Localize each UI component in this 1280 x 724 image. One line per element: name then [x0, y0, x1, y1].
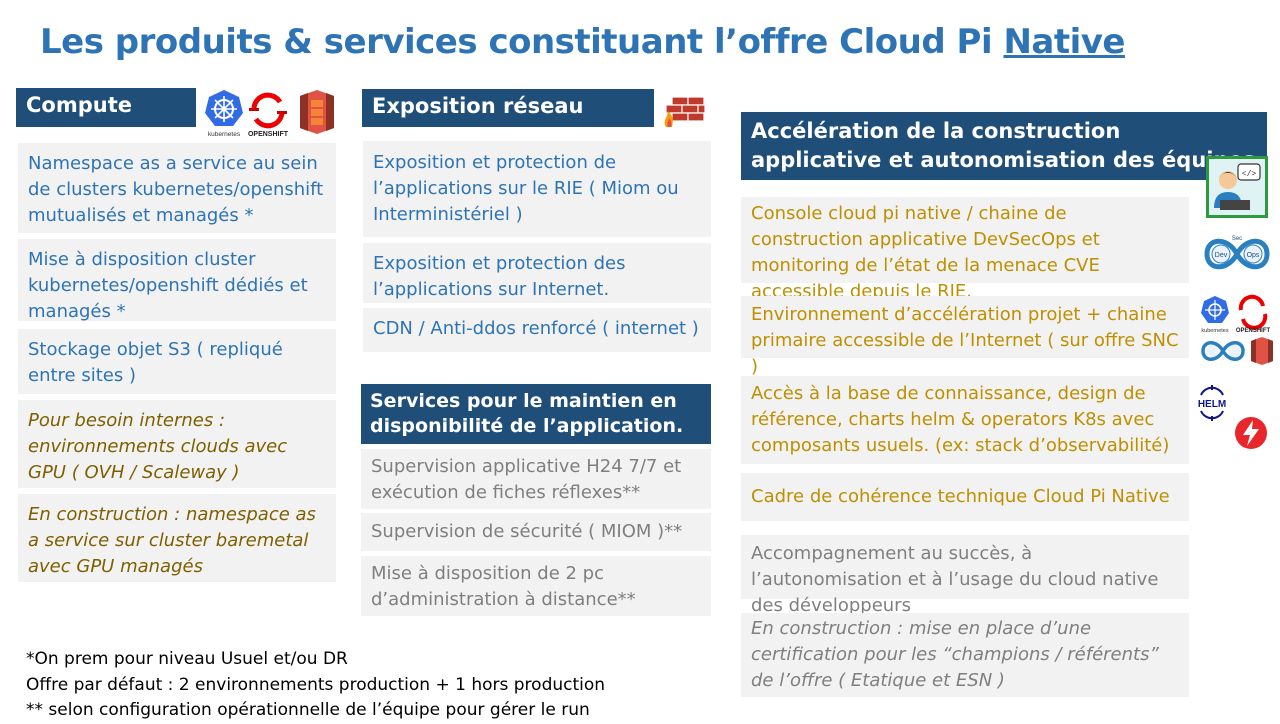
devsecops-icon: Dev Ops Sec [1204, 236, 1270, 270]
maintenance-item-security: Supervision de sécurité ( MIOM )** [361, 513, 711, 551]
maintenance-item-admin-pc: Mise à disposition de 2 pc d’administrat… [361, 556, 711, 616]
maintenance-item-supervision: Supervision applicative H24 7/7 et exécu… [361, 449, 711, 509]
devsecops-dev-label: Dev [1215, 252, 1228, 259]
openshift-icon-label: OPENSHIFT [248, 131, 289, 138]
maintenance-header: Services pour le maintien en disponibili… [361, 384, 711, 444]
acceleration-item-accompaniment: Accompagnement au succès, à l’autonomisa… [741, 535, 1189, 616]
network-item-cdn: CDN / Anti-ddos renforcé ( internet ) [363, 308, 711, 352]
title-underlined-word: Native [1003, 22, 1125, 62]
kubernetes-icon: kubernetes [205, 90, 243, 138]
acceleration-item-coherence: Cadre de cohérence technique Cloud Pi Na… [741, 473, 1189, 521]
kubernetes-icon-label: kubernetes [208, 131, 241, 138]
footnote-default-offer: Offre par défaut : 2 environnements prod… [26, 674, 606, 695]
svg-text:</>: </> [1242, 170, 1257, 179]
kubernetes-icon-small: kubernetes [1201, 296, 1229, 334]
compute-item-baremetal: En construction : namespace as a service… [18, 494, 336, 582]
compute-item-s3: Stockage objet S3 ( repliqué entre sites… [18, 329, 336, 394]
operator-icon [1235, 417, 1267, 449]
compute-item-gpu-cloud: Pour besoin internes : environnements cl… [18, 400, 336, 488]
footnote-team-config: ** selon configuration opérationnelle de… [26, 700, 590, 720]
acceleration-item-environment: Environnement d’accélération projet + ch… [741, 296, 1189, 377]
openshift-icon: OPENSHIFT [248, 92, 289, 138]
devsecops-sec-label: Sec [1232, 236, 1242, 242]
compute-item-dedicated-cluster: Mise à disposition cluster kubernetes/op… [18, 239, 336, 322]
s3-bucket-icon-small [1251, 337, 1273, 365]
network-item-internet: Exposition et protection des l’applicati… [363, 243, 711, 303]
s3-bucket-icon [300, 90, 334, 134]
compute-header: Compute [16, 88, 196, 127]
openshift-small-label: OPENSHIFT [1236, 328, 1271, 334]
network-header: Exposition réseau [362, 89, 654, 127]
developer-icon: </> [1206, 156, 1268, 218]
devsecops-ops-label: Ops [1247, 252, 1260, 259]
acceleration-item-knowledge: Accès à la base de connaissance, design … [741, 376, 1189, 464]
openshift-icon-small: OPENSHIFT [1236, 294, 1271, 334]
page-title: Les produits & services constituant l’of… [40, 22, 1125, 62]
devsecops-icon-small [1201, 341, 1245, 361]
footnote-on-prem: *On prem pour niveau Usuel et/ou DR [26, 649, 348, 669]
network-item-rie: Exposition et protection de l’applicatio… [363, 141, 711, 237]
acceleration-item-certification: En construction : mise en place d’une ce… [741, 613, 1189, 697]
acceleration-item-console: Console cloud pi native / chaine de cons… [741, 197, 1189, 302]
firewall-icon [664, 96, 706, 127]
helm-icon: HELM [1198, 385, 1226, 421]
compute-item-namespace: Namespace as a service au sein de cluste… [18, 143, 336, 233]
kubernetes-small-label: kubernetes [1201, 328, 1228, 334]
footnotes: *On prem pour niveau Usuel et/ou DR Offr… [26, 647, 605, 724]
acceleration-header: Accélération de la construction applicat… [741, 112, 1267, 180]
helm-icon-label: HELM [1198, 399, 1226, 410]
